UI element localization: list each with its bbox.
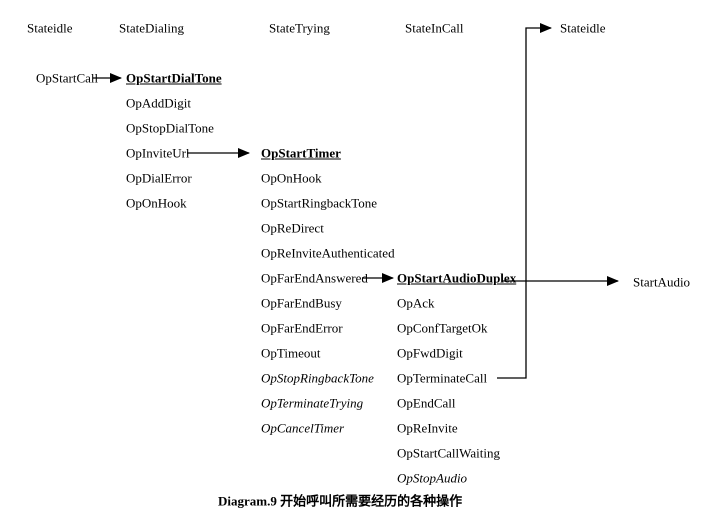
op-reinvite: OpReInvite — [397, 420, 458, 436]
op-on-hook-dialing: OpOnHook — [126, 195, 187, 211]
op-start-call-waiting: OpStartCallWaiting — [397, 445, 500, 461]
op-far-end-error: OpFarEndError — [261, 320, 343, 336]
op-dial-error: OpDialError — [126, 170, 192, 186]
op-far-end-busy: OpFarEndBusy — [261, 295, 342, 311]
op-stop-ringback-tone: OpStopRingbackTone — [261, 370, 374, 386]
op-stop-dial-tone: OpStopDialTone — [126, 120, 214, 136]
op-conf-target-ok: OpConfTargetOk — [397, 320, 488, 336]
op-start-ringback-tone: OpStartRingbackTone — [261, 195, 378, 211]
op-reinvite-authenticated: OpReInviteAuthenticated — [261, 245, 395, 261]
op-on-hook-trying: OpOnHook — [261, 170, 322, 186]
op-far-end-answered: OpFarEndAnswered — [261, 270, 368, 286]
state-header-statedialing: StateDialing — [119, 20, 184, 36]
op-end-call: OpEndCall — [397, 395, 456, 411]
op-terminate-call: OpTerminateCall — [397, 370, 488, 386]
op-stop-audio: OpStopAudio — [397, 470, 468, 486]
op-start-call-label: OpStartCall — [36, 70, 99, 86]
arrow-terminate-call-to-state-idle — [497, 23, 552, 379]
diagram-caption: Diagram.9 开始呼叫所需要经历的各种操作 — [218, 493, 463, 509]
op-redirect: OpReDirect — [261, 220, 324, 236]
state-header-stateincall: StateInCall — [405, 20, 464, 36]
op-start-dial-tone: OpStartDialTone — [126, 70, 222, 86]
op-fwd-digit: OpFwdDigit — [397, 345, 463, 361]
state-header-statetrying: StateTrying — [269, 20, 330, 36]
op-ack: OpAck — [397, 295, 435, 311]
state-header-stateidle-right: Stateidle — [560, 20, 606, 36]
op-timeout: OpTimeout — [261, 345, 321, 361]
op-cancel-timer: OpCancelTimer — [261, 420, 345, 436]
op-start-timer: OpStartTimer — [261, 145, 341, 161]
state-header-stateidle-left: Stateidle — [27, 20, 73, 36]
op-invite-url: OpInviteUrl — [126, 145, 190, 161]
start-audio-label: StartAudio — [633, 274, 691, 290]
op-start-audio-duplex: OpStartAudioDuplex — [397, 270, 517, 286]
op-terminate-trying: OpTerminateTrying — [261, 395, 364, 411]
op-add-digit: OpAddDigit — [126, 95, 191, 111]
